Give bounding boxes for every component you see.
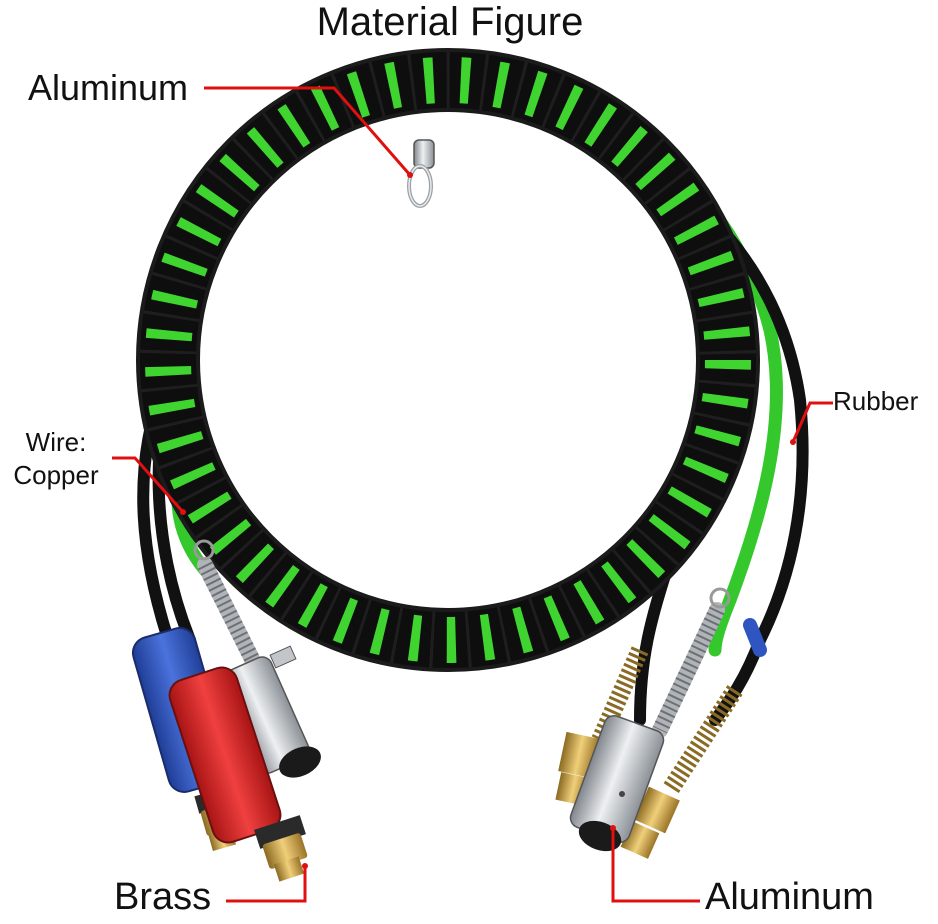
- leader-aluminum-bottom: [611, 828, 700, 903]
- label-aluminum-bottom: Aluminum: [705, 876, 874, 918]
- leader-dots: [180, 172, 796, 869]
- label-aluminum-top: Aluminum: [28, 67, 189, 108]
- leader-aluminum-top: [204, 86, 412, 176]
- spring-hook-icon: [407, 139, 435, 208]
- label-wire-line1: Wire:: [25, 427, 87, 457]
- leader-lines: [112, 86, 833, 903]
- figure-title: Material Figure: [316, 0, 584, 44]
- label-rubber: Rubber: [833, 386, 919, 416]
- leader-brass: [226, 866, 307, 903]
- leader-rubber: [791, 401, 833, 443]
- gladhand-red-icon: [168, 666, 308, 882]
- label-wire-copper: Wire: Copper: [0, 426, 112, 492]
- label-wire-line2: Copper: [13, 460, 99, 490]
- coil-wrap: [136, 48, 760, 672]
- plug-connector-right: [569, 587, 731, 852]
- label-brass: Brass: [114, 876, 212, 918]
- spring-guard-left: [193, 539, 263, 673]
- leader-wire: [112, 456, 185, 513]
